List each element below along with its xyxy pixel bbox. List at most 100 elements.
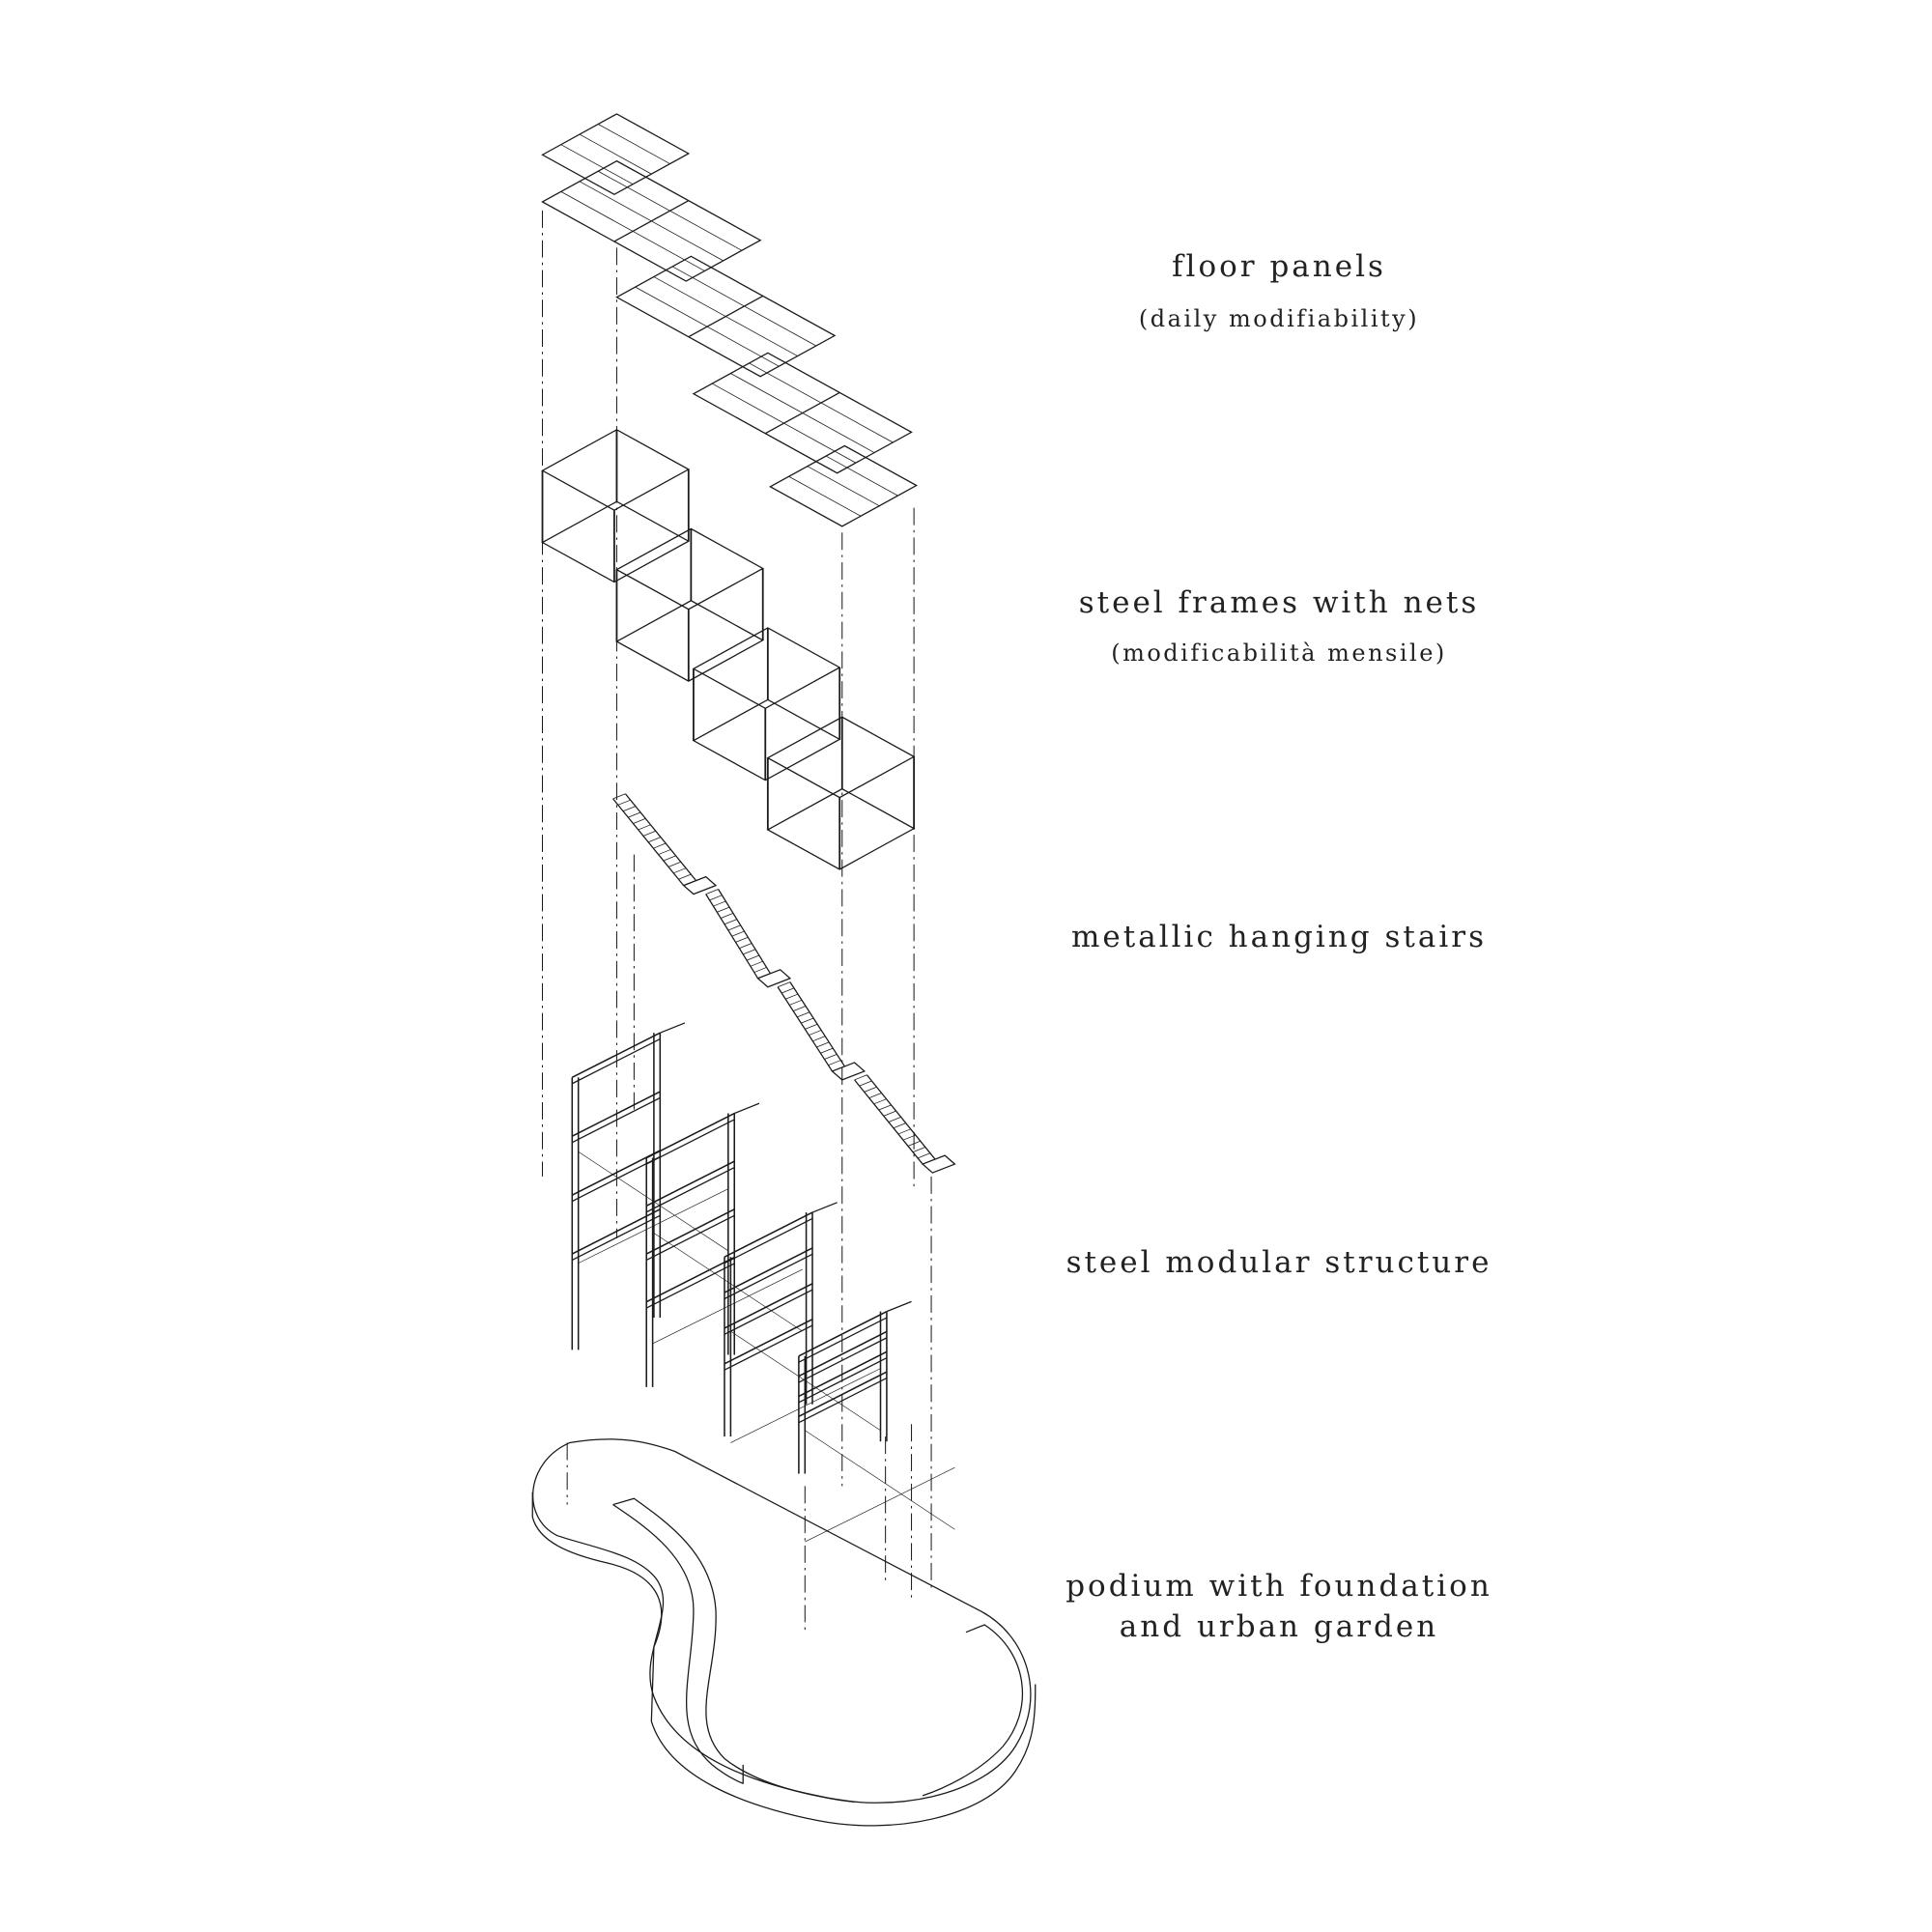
- stair-tread: [727, 924, 741, 931]
- stair-tread: [731, 930, 745, 937]
- steel-beam: [645, 1112, 735, 1159]
- floor-panel: [692, 352, 913, 474]
- stair-stringer: [866, 1074, 936, 1160]
- steel-beam: [724, 1211, 813, 1258]
- stair-tread: [868, 1093, 882, 1098]
- steel-beam: [798, 1350, 888, 1398]
- frame-bottom-face: [615, 600, 765, 682]
- stair-tread: [902, 1134, 916, 1141]
- floor-panel-joint: [688, 295, 764, 338]
- stair-tread: [743, 949, 756, 955]
- stair-tread: [638, 824, 651, 831]
- stair-tread: [812, 1036, 826, 1042]
- steel-beam: [645, 1160, 735, 1208]
- stair-tread: [824, 1053, 838, 1060]
- label-stairs: metallic hanging stairs: [1071, 920, 1487, 954]
- stair-tread: [864, 1086, 877, 1093]
- stair-tread: [917, 1152, 931, 1159]
- stair-tread: [854, 1074, 867, 1081]
- stair-tread: [805, 1023, 818, 1030]
- label-floor-panels: floor panels: [1172, 249, 1386, 284]
- beam-extension: [660, 1022, 686, 1034]
- stair-tread: [873, 1098, 887, 1105]
- steel-beam: [571, 1096, 661, 1144]
- steel-beam: [724, 1318, 813, 1365]
- frame-bottom-face: [692, 698, 841, 781]
- stair-tread: [653, 842, 667, 849]
- stair-tread: [809, 1030, 822, 1036]
- stair-tread: [793, 1006, 807, 1012]
- steel-beam: [798, 1337, 888, 1383]
- stair-tread: [628, 811, 641, 818]
- floor-panel-stripe: [788, 475, 862, 517]
- podium-top-outline: [532, 1438, 1032, 1804]
- stair-tread: [820, 1047, 834, 1054]
- stair-tread: [777, 981, 791, 988]
- stair-tread: [668, 861, 681, 867]
- frame-top-face: [692, 627, 841, 710]
- stair-tread: [735, 936, 749, 943]
- floor-panel-stripe: [560, 144, 634, 185]
- stair-tread: [816, 1041, 830, 1048]
- steel-beam: [571, 1032, 661, 1079]
- stair-tread: [739, 943, 753, 950]
- floor-panel-stripe: [825, 455, 898, 497]
- stair-tread: [893, 1122, 906, 1129]
- steel-beam: [645, 1263, 735, 1309]
- bracing: [652, 1268, 803, 1345]
- stair-tread: [724, 919, 737, 925]
- stair-tread: [705, 889, 719, 895]
- steel-beam: [798, 1310, 888, 1357]
- frame-top-face: [766, 716, 916, 799]
- steel-beam: [645, 1119, 735, 1165]
- podium-layer: [531, 1438, 1037, 1827]
- stair-tread: [658, 849, 671, 855]
- steel-beam: [571, 1155, 661, 1203]
- steel-beam: [724, 1247, 813, 1293]
- beam-extension: [811, 1202, 838, 1213]
- stair-landing: [921, 1154, 956, 1174]
- stair-tread: [612, 793, 626, 800]
- steel-beam: [571, 1214, 661, 1262]
- steel-beam: [724, 1324, 813, 1371]
- stair-tread: [673, 867, 687, 874]
- garden-path-inner: [612, 1504, 744, 1784]
- stair-tread: [647, 837, 662, 843]
- floor-panel-stripe: [598, 124, 670, 164]
- floor-panel-stripe: [807, 466, 880, 507]
- beam-extension: [733, 1102, 760, 1115]
- steel-beam: [798, 1371, 888, 1417]
- floor-panel-stripe: [579, 133, 652, 175]
- floor-panel-joint: [613, 200, 690, 242]
- stair-tread: [897, 1128, 911, 1135]
- label-floor-panels-note: (daily modifiability): [1138, 305, 1420, 332]
- label-steel-frames: steel frames with nets: [1078, 585, 1480, 620]
- steel-frames-layer: [541, 429, 916, 870]
- stair-tread: [720, 913, 734, 919]
- steel-beam: [571, 1038, 661, 1085]
- bracing: [805, 1430, 955, 1530]
- floor-panel: [615, 255, 837, 378]
- stair-tread: [797, 1011, 810, 1018]
- steel-beam: [571, 1150, 661, 1196]
- stair-tread: [878, 1104, 892, 1111]
- steel-beam: [798, 1357, 888, 1404]
- steel-beam: [645, 1167, 735, 1213]
- steel-beam: [798, 1317, 888, 1363]
- stair-tread: [907, 1140, 921, 1147]
- beam-extension: [886, 1300, 912, 1313]
- steel-beam: [645, 1256, 735, 1303]
- projection-lines: [542, 210, 932, 1635]
- hanging-stairs-layer: [612, 793, 956, 1174]
- frame-top-face: [541, 429, 691, 511]
- frame-bottom-face: [766, 787, 916, 870]
- stair-tread: [617, 799, 631, 806]
- steel-beam: [724, 1283, 813, 1329]
- steel-beam: [724, 1217, 813, 1264]
- stair-tread: [709, 895, 723, 901]
- steel-beam: [645, 1208, 735, 1255]
- steel-beam: [798, 1377, 888, 1424]
- label-structure: steel modular structure: [1065, 1245, 1492, 1280]
- steel-beam: [724, 1289, 813, 1335]
